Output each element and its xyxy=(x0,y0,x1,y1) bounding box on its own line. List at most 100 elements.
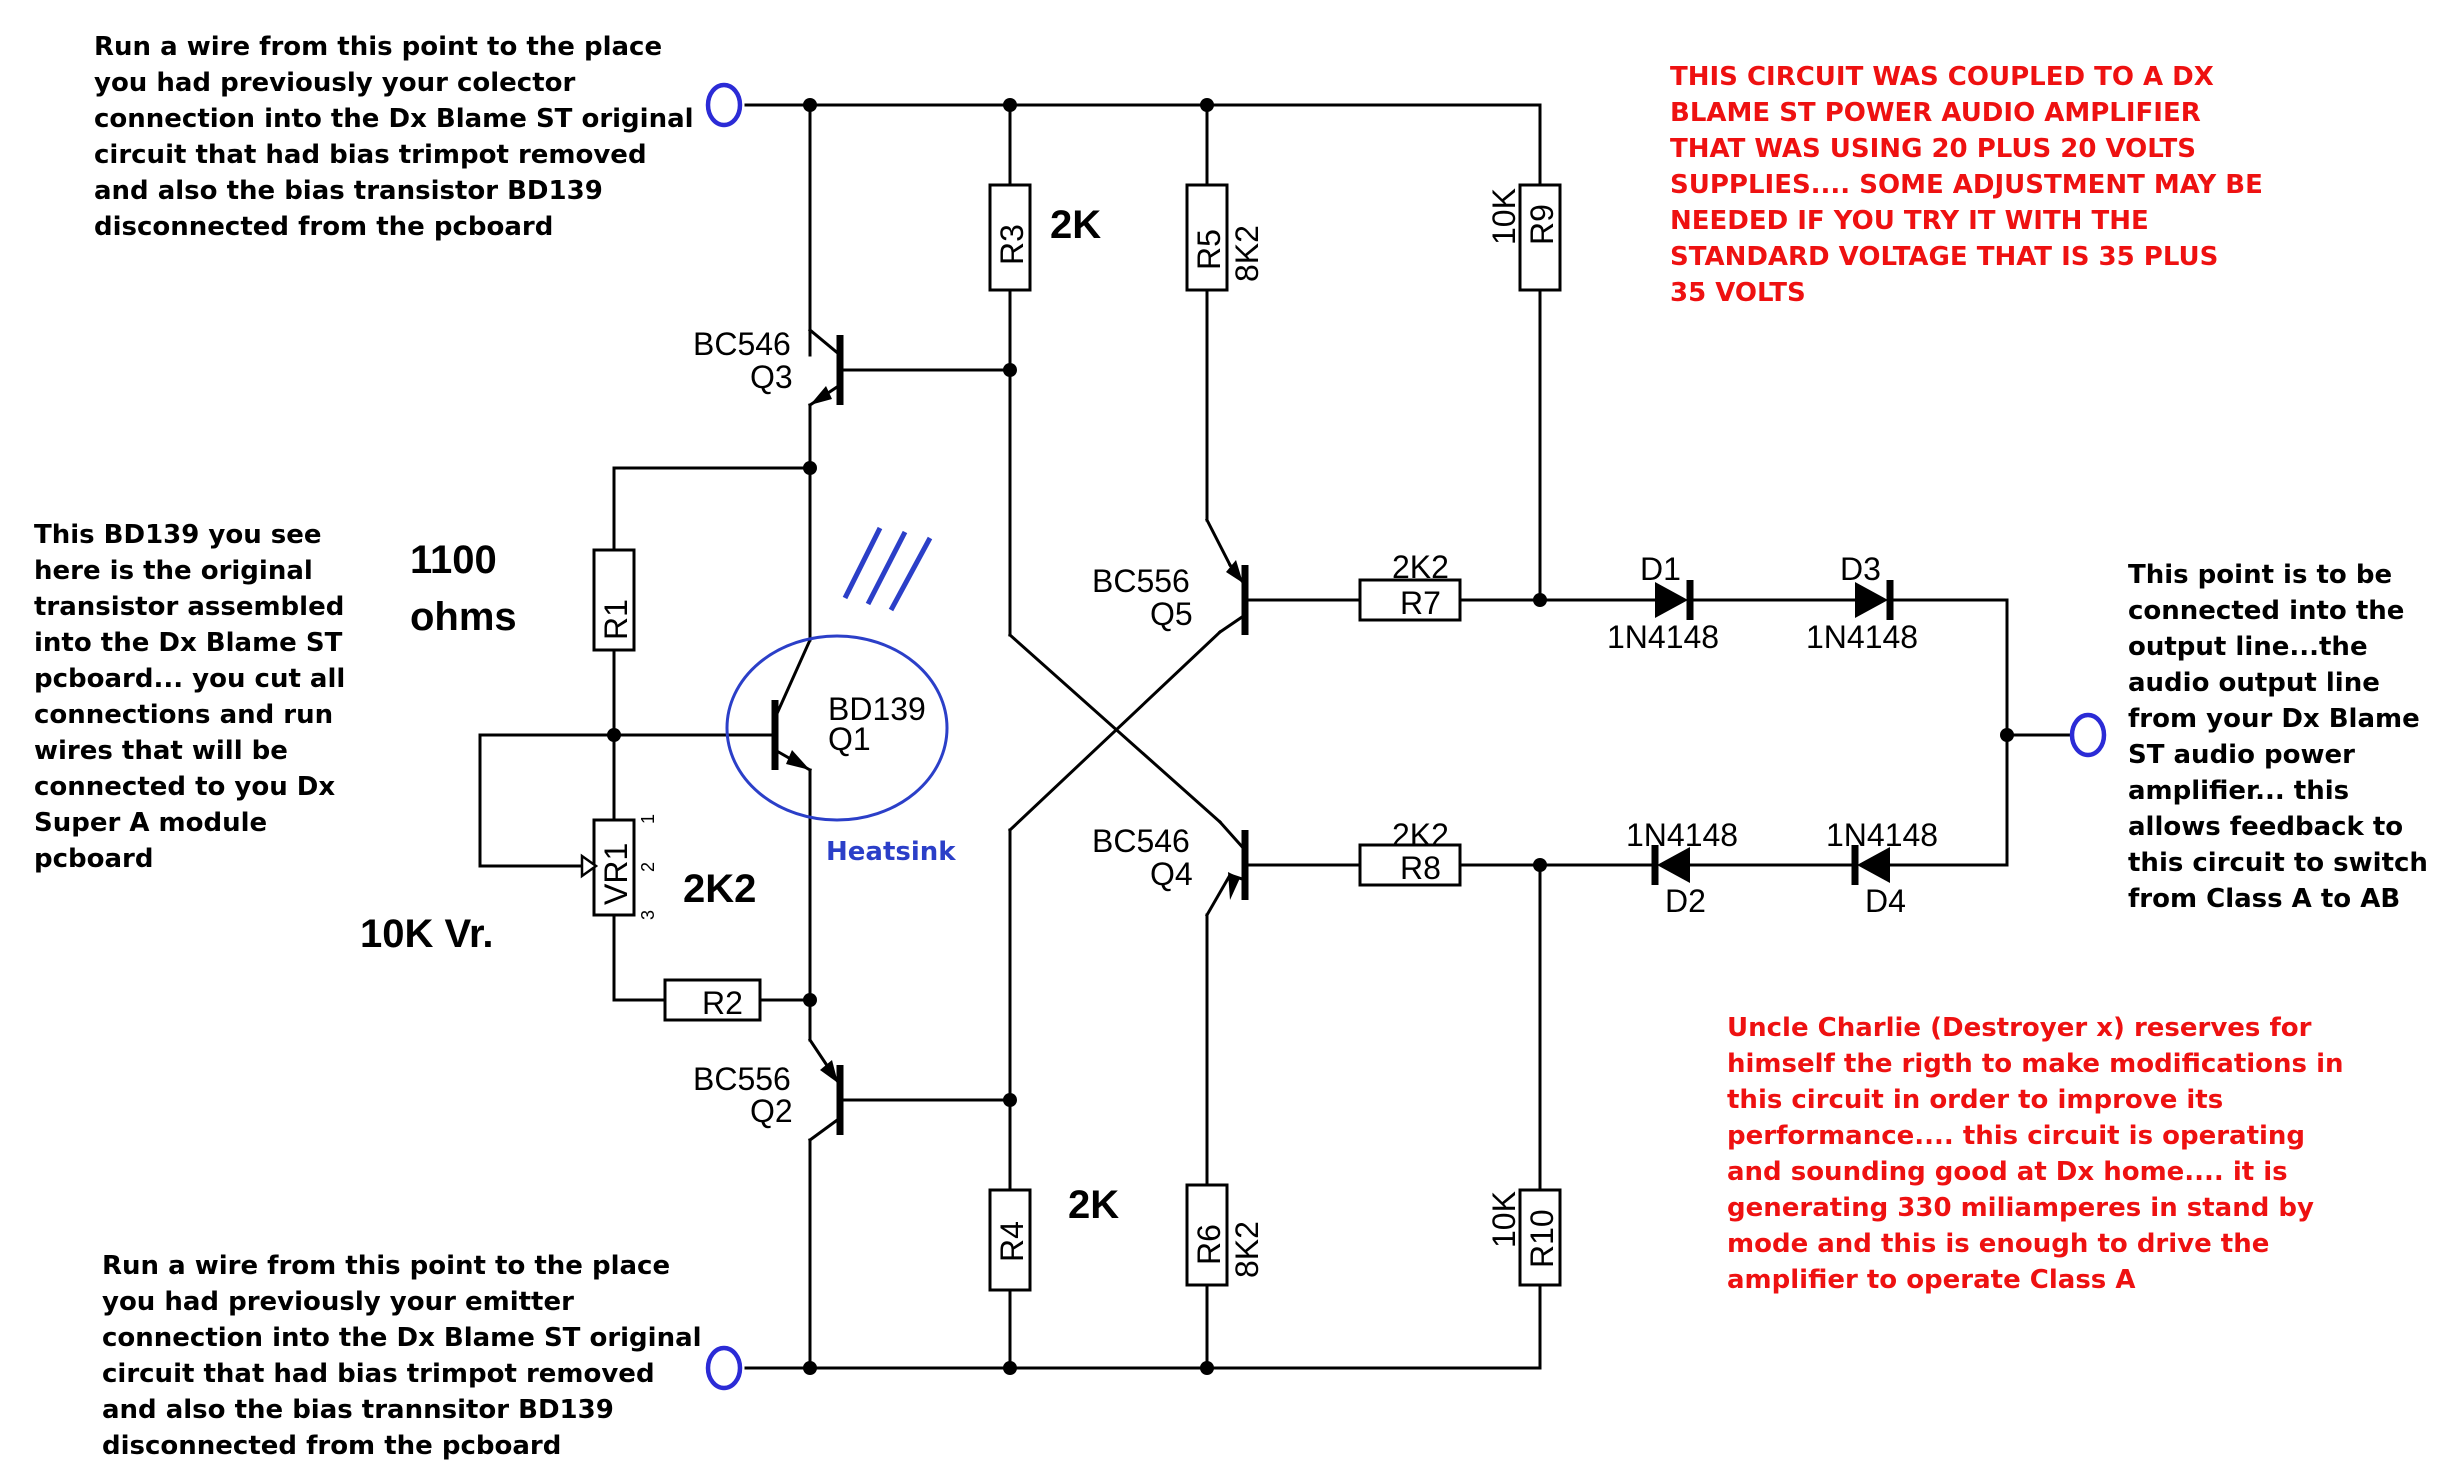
svg-text:output line...the: output line...the xyxy=(2128,632,2368,662)
transistor-q3 xyxy=(807,327,844,408)
r3-ref: R3 xyxy=(994,224,1030,265)
svg-text:amplifier... this: amplifier... this xyxy=(2128,776,2349,806)
r9-value: 10K xyxy=(1486,188,1522,245)
vr1-pin2: 2 xyxy=(638,862,658,872)
resistor-r9 xyxy=(1518,183,1562,292)
r1-value-line1: 1100 xyxy=(410,538,497,582)
output-terminal xyxy=(2069,712,2107,758)
svg-text:This point is to be: This point is to be xyxy=(2128,560,2392,590)
q1-type: BD139 xyxy=(828,691,926,727)
diode-d2 xyxy=(1651,845,1690,885)
r4-ref: R4 xyxy=(994,1221,1030,1262)
top-terminal xyxy=(705,82,743,128)
r8-value: 2K2 xyxy=(1392,817,1449,853)
r9-ref: R9 xyxy=(1524,204,1560,245)
svg-text:THAT WAS USING 20 PLUS 20 VOLT: THAT WAS USING 20 PLUS 20 VOLTS xyxy=(1670,134,2196,164)
svg-text:connected into the: connected into the xyxy=(2128,596,2404,626)
r7-value: 2K2 xyxy=(1392,549,1449,585)
vr1-value: 2K2 xyxy=(683,867,756,911)
r7-ref: R7 xyxy=(1400,585,1441,621)
r1-value-line2: ohms xyxy=(410,595,517,639)
svg-text:himself the rigth to make modi: himself the rigth to make modifications … xyxy=(1727,1049,2343,1079)
svg-text:generating 330 miliamperes in: generating 330 miliamperes in stand by xyxy=(1727,1193,2314,1223)
svg-text:you had previously your colect: you had previously your colector xyxy=(94,68,575,98)
d2-ref: D2 xyxy=(1665,883,1706,919)
note-left-mid: This BD139 you see here is the original … xyxy=(34,520,345,874)
r2-ref: R2 xyxy=(702,985,743,1021)
svg-text:performance.... this circuit i: performance.... this circuit is operatin… xyxy=(1727,1121,2305,1151)
q1-ref: Q1 xyxy=(828,721,871,757)
r4-value: 2K xyxy=(1068,1183,1119,1227)
svg-text:and also the bias trannsitor B: and also the bias trannsitor BD139 xyxy=(102,1395,614,1425)
note-right-mid: This point is to be connected into the o… xyxy=(2128,560,2428,914)
svg-text:this circuit to switch: this circuit to switch xyxy=(2128,848,2428,878)
svg-text:audio output line: audio output line xyxy=(2128,668,2380,698)
svg-text:NEEDED IF YOU TRY IT WITH THE: NEEDED IF YOU TRY IT WITH THE xyxy=(1670,206,2149,236)
q3-ref: Q3 xyxy=(750,359,793,395)
q5-type: BC556 xyxy=(1092,563,1190,599)
diode-d1 xyxy=(1655,580,1694,620)
svg-text:this circuit in order to impro: this circuit in order to improve its xyxy=(1727,1085,2223,1115)
q5-ref: Q5 xyxy=(1150,596,1193,632)
r5-value: 8K2 xyxy=(1229,225,1265,282)
svg-text:disconnected from the pcboard: disconnected from the pcboard xyxy=(94,212,553,242)
resistor-r10 xyxy=(1518,1188,1562,1287)
svg-text:Uncle Charlie (Destroyer x) re: Uncle Charlie (Destroyer x) reserves for xyxy=(1727,1013,2312,1043)
q2-type: BC556 xyxy=(693,1061,791,1097)
resistor-r5 xyxy=(1185,183,1229,292)
svg-text:This BD139 you see: This BD139 you see xyxy=(34,520,322,550)
r6-value: 8K2 xyxy=(1229,1221,1265,1278)
note-top-right-red: THIS CIRCUIT WAS COUPLED TO A DX BLAME S… xyxy=(1670,62,2263,308)
q4-ref: Q4 xyxy=(1150,856,1193,892)
svg-text:and also the bias transistor B: and also the bias transistor BD139 xyxy=(94,176,603,206)
trimmer-vr1 xyxy=(592,818,636,917)
resistor-r8 xyxy=(1358,843,1462,887)
vr1-ref: VR1 xyxy=(598,843,634,905)
svg-text:STANDARD VOLTAGE THAT IS 35 PL: STANDARD VOLTAGE THAT IS 35 PLUS xyxy=(1670,242,2218,272)
svg-text:SUPPLIES.... SOME ADJUSTMENT M: SUPPLIES.... SOME ADJUSTMENT MAY BE xyxy=(1670,170,2263,200)
transistor-q2 xyxy=(807,1037,844,1143)
svg-text:BLAME ST POWER AUDIO AMPLIFIER: BLAME ST POWER AUDIO AMPLIFIER xyxy=(1670,98,2201,128)
junction-dots xyxy=(607,98,2014,1375)
note-top-left: Run a wire from this point to the place … xyxy=(94,32,694,242)
svg-text:you had previously your emitte: you had previously your emitter xyxy=(102,1287,574,1317)
svg-text:from Class A to AB: from Class A to AB xyxy=(2128,884,2400,914)
svg-text:here is the original: here is the original xyxy=(34,556,313,586)
svg-text:mode and this is enough to dri: mode and this is enough to drive the xyxy=(1727,1229,2269,1259)
svg-text:35 VOLTS: 35 VOLTS xyxy=(1670,278,1806,308)
d1-part: 1N4148 xyxy=(1607,619,1719,655)
vr1-pin1: 1 xyxy=(638,814,658,824)
d3-part: 1N4148 xyxy=(1806,619,1918,655)
note-bottom-right-red: Uncle Charlie (Destroyer x) reserves for… xyxy=(1727,1013,2343,1295)
svg-text:transistor assembled: transistor assembled xyxy=(34,592,344,622)
transistor-q4 xyxy=(1217,819,1249,900)
resistor-r4 xyxy=(988,1188,1032,1292)
r1-ref: R1 xyxy=(598,599,634,640)
svg-text:circuit that had bias trimpot: circuit that had bias trimpot removed xyxy=(94,140,647,170)
q2-ref: Q2 xyxy=(750,1093,793,1129)
r10-ref: R10 xyxy=(1524,1209,1560,1268)
svg-text:Run a wire from this point to: Run a wire from this point to the place xyxy=(102,1251,670,1281)
resistor-r7 xyxy=(1358,578,1462,622)
d4-part: 1N4148 xyxy=(1826,817,1938,853)
note-bottom-left: Run a wire from this point to the place … xyxy=(102,1251,702,1461)
r10-value: 10K xyxy=(1486,1191,1522,1248)
diode-d3 xyxy=(1855,580,1894,620)
svg-text:circuit that had bias trimpot: circuit that had bias trimpot removed xyxy=(102,1359,655,1389)
d2-part: 1N4148 xyxy=(1626,817,1738,853)
q3-type: BC546 xyxy=(693,326,791,362)
svg-text:pcboard: pcboard xyxy=(34,844,153,874)
vr-label: 10K Vr. xyxy=(360,912,493,956)
svg-text:from your Dx Blame: from your Dx Blame xyxy=(2128,704,2420,734)
svg-text:wires that will be: wires that will be xyxy=(34,736,288,766)
heatsink-label: Heatsink xyxy=(826,837,956,867)
svg-text:ST audio power: ST audio power xyxy=(2128,740,2355,770)
heatsink-circle xyxy=(725,634,949,822)
r6-ref: R6 xyxy=(1191,1224,1227,1265)
transistor-q1 xyxy=(771,638,813,773)
resistor-r3 xyxy=(988,183,1032,292)
diode-d4 xyxy=(1851,845,1890,885)
resistor-r2 xyxy=(663,978,762,1022)
vr1-pin3: 3 xyxy=(638,910,658,920)
